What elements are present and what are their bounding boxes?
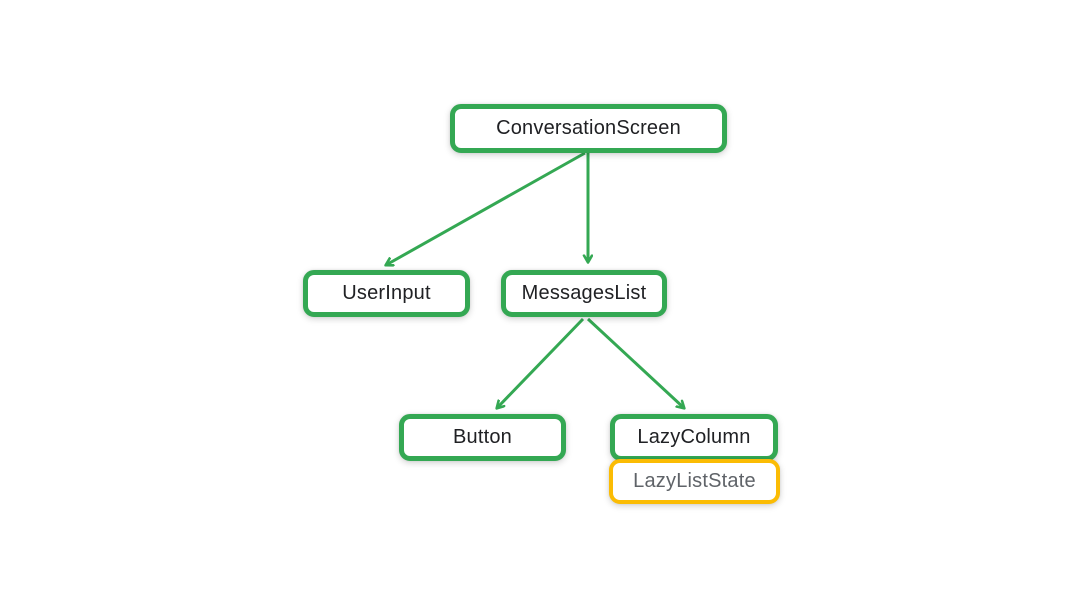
node-messages-list: MessagesList: [501, 270, 667, 317]
node-button: Button: [399, 414, 566, 461]
node-messages-list-label: MessagesList: [521, 282, 647, 304]
node-user-input: UserInput: [303, 270, 470, 317]
node-lazy-list-state-label: LazyListState: [633, 470, 756, 492]
node-lazy-list-state: LazyListState: [609, 459, 780, 504]
node-button-label: Button: [452, 426, 513, 448]
node-lazy-column: LazyColumn: [610, 414, 778, 461]
edge-messageslist-to-button: [497, 317, 585, 408]
node-lazy-column-label: LazyColumn: [637, 426, 751, 448]
edge-messageslist-to-lazycolumn: [586, 317, 684, 408]
node-conversation-screen-label: ConversationScreen: [496, 117, 681, 139]
node-user-input-label: UserInput: [342, 282, 431, 304]
edge-conversationscreen-to-userinput: [386, 151, 586, 265]
node-conversation-screen: ConversationScreen: [450, 104, 727, 153]
